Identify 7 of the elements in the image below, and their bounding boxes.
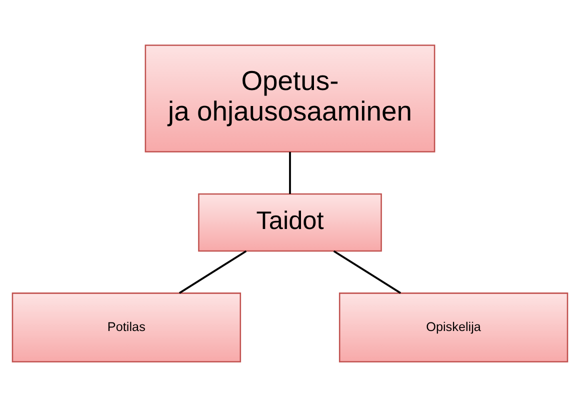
connector <box>178 250 247 294</box>
node-box: Potilas <box>12 292 242 362</box>
connector <box>333 250 402 294</box>
node-box: Opetus- ja ohjausosaaminen <box>144 44 436 152</box>
node-box: Opiskelija <box>338 292 568 362</box>
node-box: Taidot <box>198 192 382 252</box>
connector <box>289 151 291 194</box>
